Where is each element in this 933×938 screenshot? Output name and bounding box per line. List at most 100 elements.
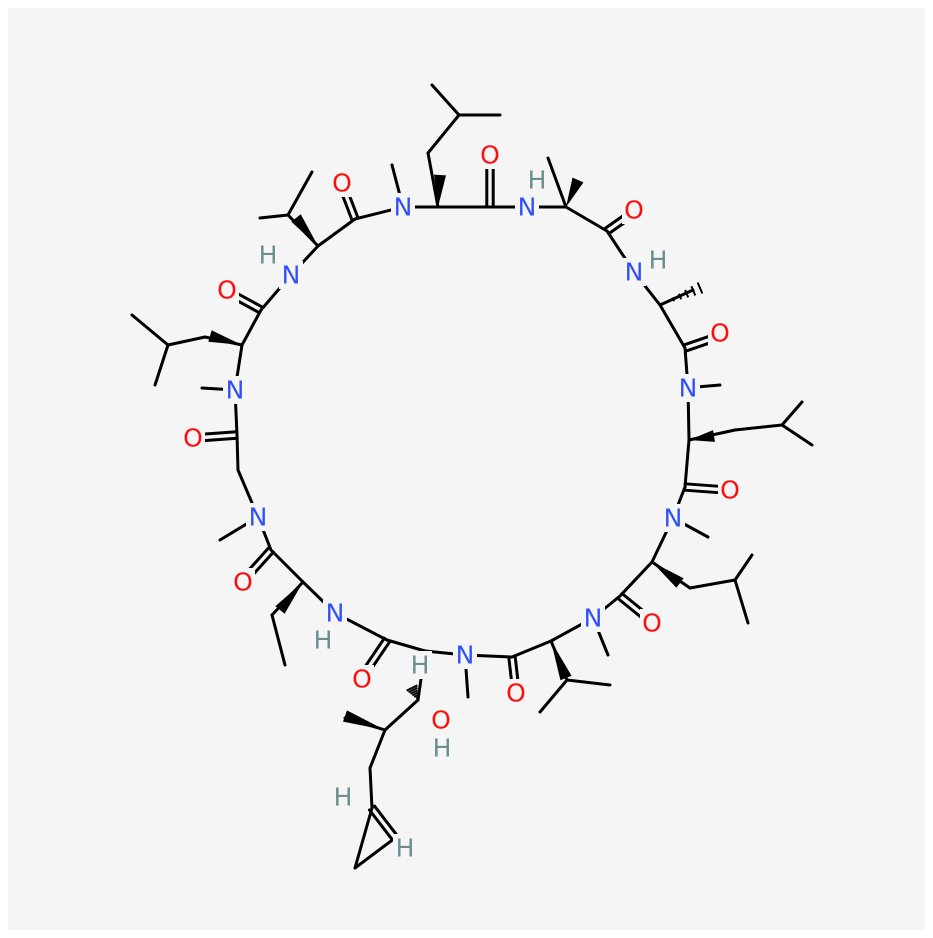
oxygen-label: O (480, 141, 500, 170)
single-bond (538, 678, 569, 714)
atom-label-backdrop (393, 834, 417, 862)
atom-label-backdrop (311, 626, 335, 654)
single-bond (733, 578, 750, 625)
ring-bond (240, 308, 263, 347)
ring-bond (235, 433, 240, 472)
single-bond (688, 578, 737, 590)
oxygen-label: O (506, 679, 526, 708)
single-bond (258, 213, 290, 220)
ring-bond (564, 205, 609, 233)
nitrogen-label: N (664, 504, 683, 533)
hydrogen-label: H (334, 783, 353, 812)
hashed-bond-line (415, 696, 419, 700)
wedge-bond (434, 174, 446, 207)
ring-bond (683, 438, 691, 489)
wedge-bond (291, 214, 318, 246)
nitrogen-label: N (456, 641, 475, 670)
atom-label-backdrop (223, 376, 247, 404)
hashed-bond-line (690, 285, 697, 296)
nitrogen-label: N (518, 193, 537, 222)
single-bond (733, 423, 784, 432)
ring-bond (269, 548, 305, 584)
single-bond (426, 113, 461, 155)
bond-layer (130, 83, 814, 870)
wedge-layer (208, 174, 715, 730)
wedge-bond (566, 177, 584, 207)
single-bond (383, 698, 420, 732)
double-bond (367, 808, 394, 842)
hashed-bond-line (665, 300, 668, 304)
atom-label-backdrop (646, 246, 670, 274)
methyl-bond (658, 288, 695, 307)
atom-label-backdrop (718, 476, 742, 504)
single-bond (733, 553, 754, 582)
oxygen-label: O (233, 568, 253, 597)
wedge-bond (208, 330, 242, 345)
nitrogen-label: N (679, 374, 698, 403)
atom-label-backdrop (504, 679, 528, 707)
nitrogen-label: N (625, 258, 644, 287)
oxygen-label: O (183, 424, 203, 453)
atom-label-backdrop (429, 706, 453, 734)
single-bond (426, 151, 440, 209)
atom-label-backdrop (640, 609, 664, 637)
single-bond (368, 766, 374, 810)
single-bond (353, 836, 397, 870)
ring-bond (618, 560, 654, 598)
atom-label-backdrop (408, 651, 432, 679)
single-bond (270, 613, 287, 667)
hashed-bond-line (696, 282, 704, 294)
atom-label-backdrop (661, 504, 685, 532)
nitrogen-label: N (584, 604, 603, 633)
atom-label-backdrop (256, 241, 280, 269)
atom-label-backdrop (453, 641, 477, 669)
atom-label-backdrop (350, 665, 374, 693)
atom-label-backdrop (215, 276, 239, 304)
hashed-bond-line (411, 691, 419, 697)
hydrogen-label: H (433, 734, 452, 763)
ring-bond (510, 639, 553, 659)
atom-label-backdrop (478, 141, 502, 169)
atom-label-backdrop (708, 319, 732, 347)
wedge-bond (551, 641, 572, 681)
single-bond (166, 335, 207, 347)
oxygen-label: O (710, 319, 730, 348)
wedge-bond (343, 710, 385, 730)
ring-bond (385, 638, 427, 653)
oxygen-label: O (352, 665, 372, 694)
methyl-bond (546, 156, 568, 209)
single-bond (780, 423, 814, 447)
oxygen-label: O (624, 196, 644, 225)
single-bond (130, 313, 170, 347)
atom-label-backdrop (246, 503, 270, 531)
atom-label-backdrop (622, 258, 646, 286)
atom-label-backdrop (181, 424, 205, 452)
oxygen-label: O (332, 169, 352, 198)
ring-bond (658, 303, 687, 350)
hydrogen-label: H (411, 651, 430, 680)
hydrogen-label: H (314, 626, 333, 655)
single-bond (153, 343, 170, 387)
atom-label-backdrop (622, 196, 646, 224)
atom-label-backdrop (323, 599, 347, 627)
single-bond (368, 728, 387, 770)
atom-label-backdrop (331, 783, 355, 811)
nitrogen-label: N (249, 503, 268, 532)
oxygen-label: O (642, 609, 662, 638)
nitrogen-label: N (394, 193, 413, 222)
hashed-bond-line (409, 689, 419, 695)
hydrogen-label: H (396, 834, 415, 863)
oxygen-label: O (217, 276, 237, 305)
single-bond (430, 83, 461, 117)
hashed-bond-line (684, 289, 690, 298)
hashed-bond-line (406, 684, 418, 692)
hashed-bond-line (408, 686, 418, 694)
wedge-bond (652, 562, 684, 588)
atom-label-backdrop (391, 193, 415, 221)
oxygen-label: O (720, 476, 740, 505)
atom-label-backdrop (515, 193, 539, 221)
single-bond (780, 400, 804, 427)
atom-label-backdrop (525, 166, 549, 194)
atom-label-backdrop (231, 568, 255, 596)
